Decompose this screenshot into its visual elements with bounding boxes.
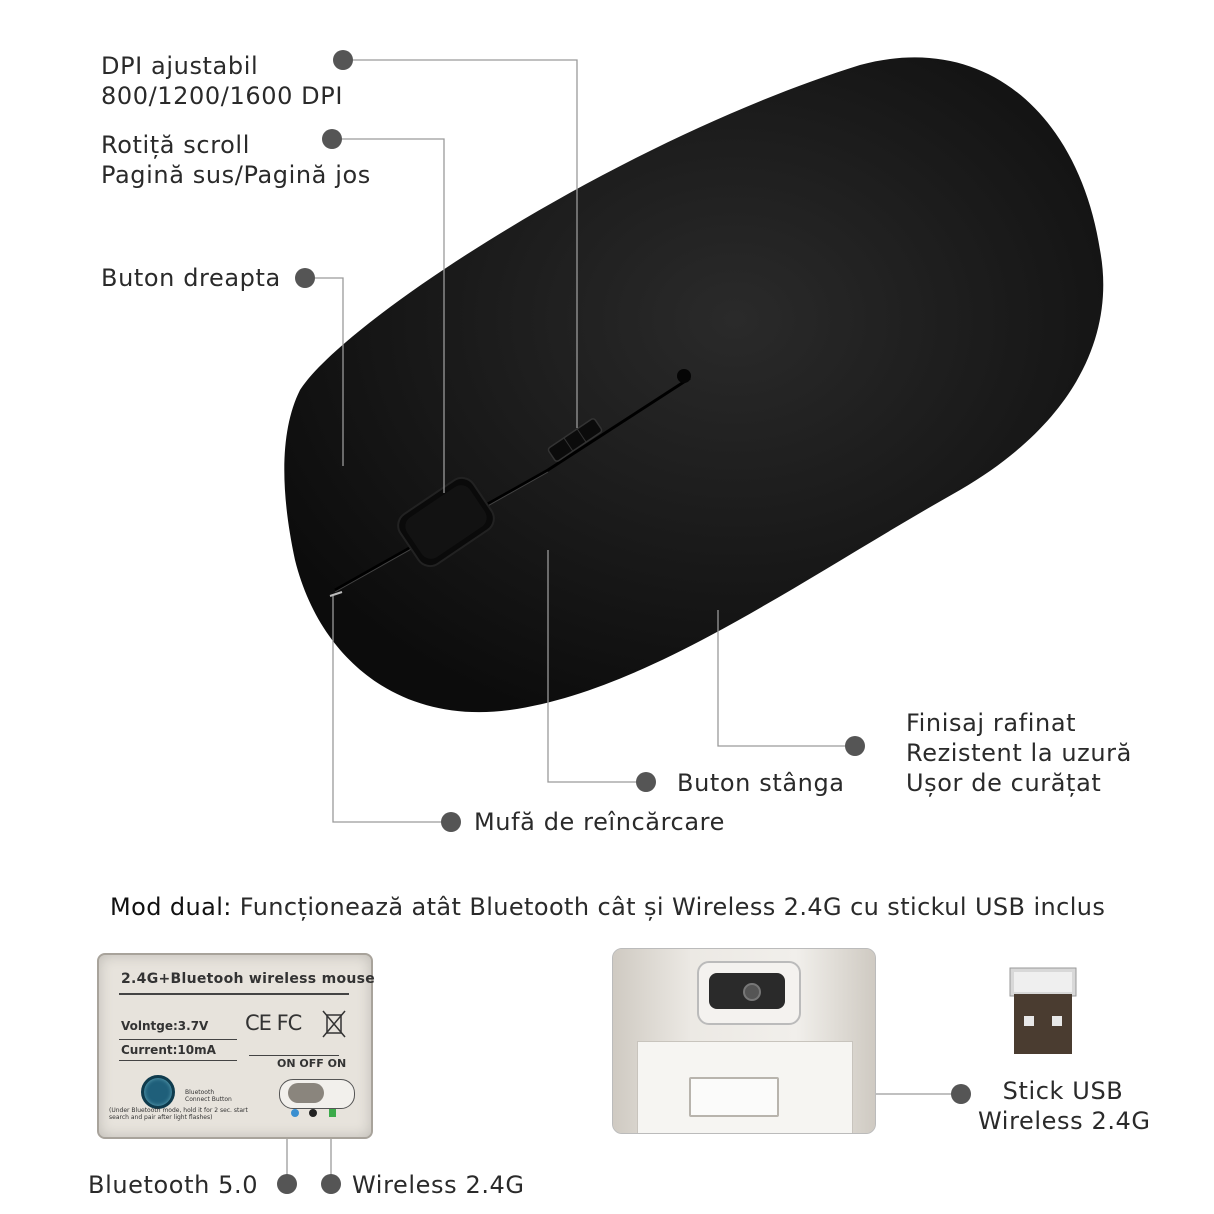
usb-stick-callout: Stick USB Wireless 2.4G xyxy=(978,1076,1151,1136)
left-button-callout-text: Buton stânga xyxy=(677,769,845,797)
dpi-callout-line2: 800/1200/1600 DPI xyxy=(101,82,343,110)
dpi-callout: DPI ajustabil 800/1200/1600 DPI xyxy=(101,51,343,111)
wireless-led xyxy=(329,1109,336,1117)
switch-positions: ON OFF ON xyxy=(277,1057,347,1070)
dual-mode-title: Mod dual: xyxy=(110,893,232,921)
scroll-callout-line2: Pagină sus/Pagină jos xyxy=(101,161,371,189)
bluetooth-callout-text: Bluetooth 5.0 xyxy=(88,1171,259,1199)
mouse-body xyxy=(284,57,1104,713)
finish-callout-line2: Rezistent la uzură xyxy=(906,739,1132,767)
bluetooth-led xyxy=(291,1109,299,1117)
wireless-callout-text: Wireless 2.4G xyxy=(352,1171,525,1199)
dpi-callout-line1: DPI ajustabil xyxy=(101,52,259,80)
right-button-callout-text: Buton dreapta xyxy=(101,264,281,292)
sensor-hole xyxy=(309,1109,317,1117)
usb-stick-line1: Stick USB xyxy=(1002,1077,1124,1105)
usb-slot xyxy=(689,1077,779,1117)
dual-mode-text: Funcționează atât Bluetooth cât și Wirel… xyxy=(239,893,1106,921)
charging-port-callout-text: Mufă de reîncărcare xyxy=(474,808,725,836)
charging-port-callout: Mufă de reîncărcare xyxy=(474,807,725,837)
voltage-text: Volntge:3.7V xyxy=(121,1019,209,1033)
certification-marks: CE FC xyxy=(245,1011,302,1035)
left-button-callout: Buton stânga xyxy=(677,768,845,798)
bt-button-caption: Bluetooth Connect Button xyxy=(185,1089,232,1103)
dpi-button xyxy=(547,418,603,462)
mode-switch[interactable] xyxy=(279,1079,355,1109)
usb-compartment-photo xyxy=(612,948,876,1134)
usb-receiver-icon xyxy=(1009,967,1077,1054)
bt-instructions: (Under Bluetooth mode, hold it for 2 sec… xyxy=(109,1107,248,1121)
current-text: Current:10mA xyxy=(121,1043,216,1057)
bluetooth-callout: Bluetooth 5.0 xyxy=(88,1170,258,1200)
scroll-callout: Rotiță scroll Pagină sus/Pagină jos xyxy=(101,130,371,190)
finish-callout-line1: Finisaj rafinat xyxy=(906,709,1077,737)
right-button-callout: Buton dreapta xyxy=(101,263,281,293)
callout-dots xyxy=(277,50,971,1194)
usb-stick-line2: Wireless 2.4G xyxy=(978,1107,1151,1135)
bluetooth-connect-button[interactable] xyxy=(141,1075,175,1109)
wireless-callout: Wireless 2.4G xyxy=(352,1170,525,1200)
weee-bin-icon xyxy=(322,1010,346,1038)
mouse-underside-label: 2.4G+Bluetooh wireless mouse Volntge:3.7… xyxy=(97,953,376,1139)
finish-callout: Finisaj rafinat Rezistent la uzură Ușor … xyxy=(906,708,1132,798)
scroll-callout-line1: Rotiță scroll xyxy=(101,131,250,159)
dual-mode-caption: Mod dual: Funcționează atât Bluetooth câ… xyxy=(110,893,1105,921)
finish-callout-line3: Ușor de curățat xyxy=(906,769,1102,797)
scroll-wheel xyxy=(397,476,495,568)
product-name: 2.4G+Bluetooh wireless mouse xyxy=(121,971,376,987)
